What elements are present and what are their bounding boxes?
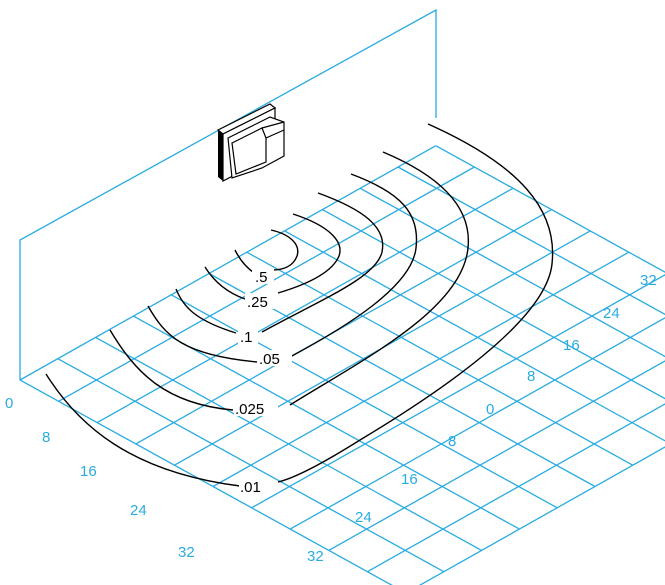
contour-label-0.5: .5 — [255, 269, 268, 286]
floor-grid-line-parallel-wall — [367, 403, 665, 573]
floor-grid-line-parallel-wall — [212, 251, 630, 488]
contour-label-0.01: .01 — [240, 479, 261, 496]
floor-grid-line-perpendicular-wall — [95, 336, 482, 551]
contour-label-0.025: .025 — [235, 401, 264, 418]
contour-line-0.25 — [204, 213, 341, 300]
contour-line-0.5 — [270, 229, 299, 271]
wall-mounted-luminaire-icon — [216, 103, 285, 182]
floor-grid — [19, 145, 665, 585]
left-depth-tick-32: 32 — [178, 544, 195, 561]
floor-grid-line-parallel-wall — [251, 274, 665, 509]
contour-label-0.1: .1 — [240, 329, 253, 346]
floor-grid-line-perpendicular-wall — [133, 315, 520, 530]
front-width-tick-24: 24 — [355, 509, 372, 526]
floor-grid-line-perpendicular-wall — [397, 166, 665, 316]
floor-grid-line-perpendicular-wall — [322, 209, 665, 400]
contour-label-0.25: .25 — [247, 294, 268, 311]
right-depth-tick-32: 32 — [640, 272, 657, 289]
floor-grid-line-perpendicular-wall — [246, 251, 634, 466]
floor-grid-line-perpendicular-wall — [170, 294, 558, 509]
contour-label-0.05: .05 — [259, 351, 280, 368]
floor-grid-line-perpendicular-wall — [57, 358, 445, 573]
floor-grid-line-parallel-wall — [135, 209, 552, 445]
front-width-tick-8: 8 — [448, 433, 456, 450]
right-depth-tick-24: 24 — [603, 305, 620, 322]
front-width-tick-0: 0 — [486, 401, 494, 418]
floor-grid-line-parallel-wall — [418, 446, 665, 585]
contour-lines — [45, 123, 554, 487]
floor-grid-line-perpendicular-wall — [284, 230, 665, 442]
floor-grid-line-parallel-wall — [19, 145, 437, 381]
contour-line-0.01 — [45, 123, 554, 487]
floor-grid-line-parallel-wall — [96, 187, 514, 424]
axis-tick-labels: 0 8 16 24 32 32 24 16 8 0 8 16 24 32 — [5, 272, 657, 565]
contour-line-0.1 — [175, 192, 384, 334]
right-depth-tick-16: 16 — [563, 337, 580, 354]
floor-grid-line-perpendicular-wall — [435, 145, 665, 273]
contour-line-0.05 — [147, 173, 418, 363]
contour-labels: .5 .25 .1 .05 .025 .01 — [234, 268, 292, 496]
floor-grid-line-parallel-wall — [328, 360, 665, 551]
floor-grid-line-perpendicular-wall — [359, 187, 665, 358]
left-depth-tick-0: 0 — [5, 395, 13, 412]
left-depth-tick-8: 8 — [42, 429, 50, 446]
front-width-tick-16: 16 — [401, 471, 418, 488]
left-depth-tick-24: 24 — [130, 502, 147, 519]
front-width-tick-32: 32 — [307, 548, 324, 565]
left-depth-tick-16: 16 — [80, 463, 97, 480]
floor-grid-line-parallel-wall — [289, 317, 665, 530]
right-depth-tick-8: 8 — [527, 368, 535, 385]
floor-grid-line-perpendicular-wall — [19, 379, 393, 585]
contour-line-0.025 — [109, 151, 470, 411]
